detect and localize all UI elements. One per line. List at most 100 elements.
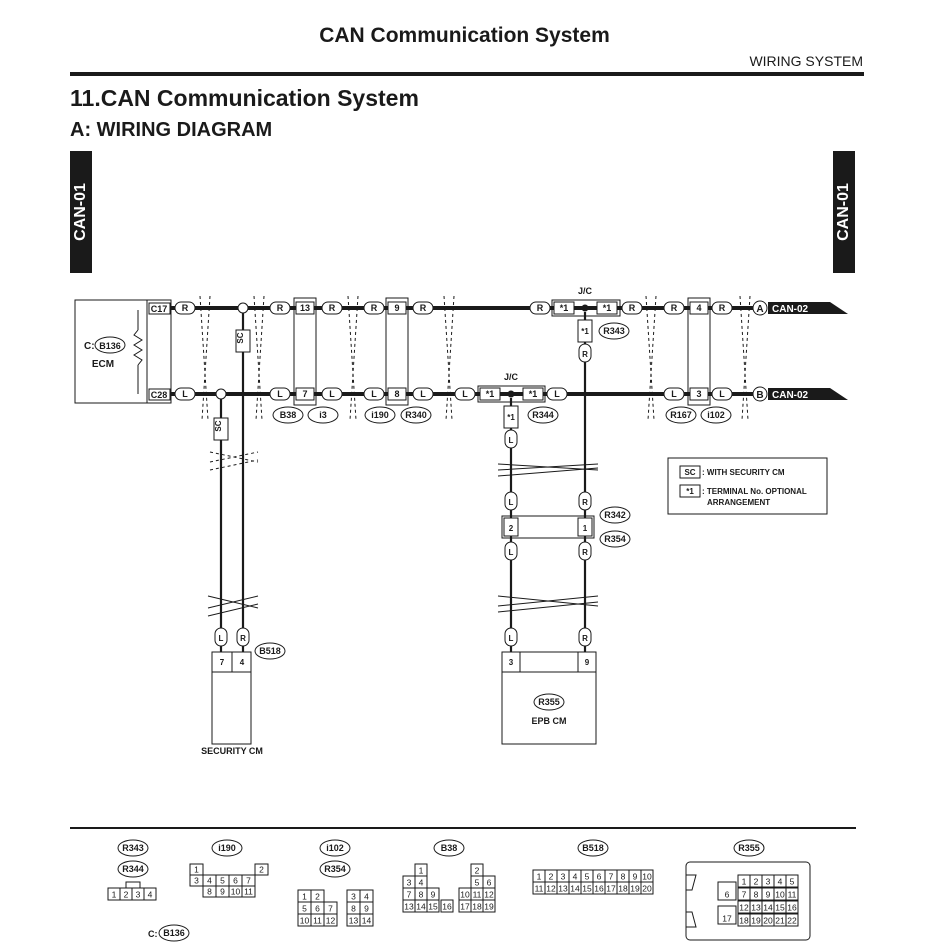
- pin-number: 13: [300, 303, 310, 313]
- pin-number: 9: [220, 887, 225, 897]
- legend-opt-text: : TERMINAL No. OPTIONAL: [702, 487, 807, 496]
- pin-number: 4: [148, 890, 153, 900]
- pin-number: 10: [642, 872, 652, 882]
- view-i102-label: i102: [326, 843, 344, 853]
- pin-number: 6: [597, 872, 602, 882]
- view-b136-label: B136: [163, 928, 185, 938]
- pin-number: 2: [315, 892, 320, 902]
- connector-r167: R167: [670, 410, 692, 420]
- wire-label: R: [582, 548, 588, 557]
- opt-terminal: *1: [603, 303, 612, 313]
- pin-number: 7: [328, 904, 333, 914]
- header-rule: [70, 72, 864, 76]
- pin-number: 13: [404, 902, 414, 912]
- pin-number: 8: [754, 890, 759, 900]
- pin-cell: [323, 913, 338, 927]
- pin-number: 19: [751, 916, 761, 926]
- section-label: WIRING SYSTEM: [749, 53, 863, 69]
- connector-r340: R340: [405, 410, 427, 420]
- pin-number: 12: [739, 903, 749, 913]
- pin-number: 4: [573, 872, 578, 882]
- wire-label: R: [277, 303, 284, 313]
- wire-label: L: [420, 389, 426, 399]
- pin-number: 11: [788, 890, 797, 900]
- opt-terminal: *1: [581, 327, 589, 336]
- epb-cm-unit: 3 9 R355 EPB CM: [501, 651, 597, 745]
- wire-label: R: [420, 303, 427, 313]
- opt-terminal: *1: [529, 389, 538, 399]
- pin-number: 17: [460, 902, 470, 912]
- wire-label: L: [509, 634, 514, 643]
- pin-cell: [241, 885, 256, 898]
- offpage-a-letter: A: [756, 304, 763, 315]
- pin-number: 3: [766, 877, 771, 887]
- pin-number: 6: [487, 878, 492, 888]
- pin-number: 3: [407, 878, 412, 888]
- view-r344-label: R344: [122, 864, 144, 874]
- pin-number: 2: [509, 524, 514, 533]
- pin-cell: [254, 863, 269, 876]
- pin-number: 4: [207, 876, 212, 886]
- pin-number: 15: [582, 884, 592, 894]
- view-r354-label: R354: [324, 864, 346, 874]
- pin-number: 9: [431, 890, 436, 900]
- sc-tag: SC: [214, 420, 223, 431]
- pin-number: 5: [790, 877, 795, 887]
- wire-label: R: [582, 498, 588, 507]
- jc-label: J/C: [504, 372, 519, 382]
- view-i190-label: i190: [218, 843, 236, 853]
- offpage-b-target: CAN-02: [772, 390, 809, 401]
- pin-number: 11: [473, 890, 482, 900]
- ecm-pin-c28: C28: [151, 390, 168, 400]
- pin-cell: [785, 900, 799, 914]
- pin-number: 1: [583, 524, 588, 533]
- pin-number: 1: [194, 865, 199, 875]
- pin-number: 9: [364, 904, 369, 914]
- pin-number: 22: [787, 916, 797, 926]
- pin-number: 16: [442, 902, 452, 912]
- pin-number: 19: [484, 902, 494, 912]
- connector-r343: R343: [603, 326, 625, 336]
- joint-connector-high: J/C *1 *1 R343: [551, 286, 630, 340]
- pin-number: 9: [394, 303, 399, 313]
- wire-label: R: [240, 634, 246, 643]
- pin-cell: [717, 905, 737, 925]
- view-r343-label: R343: [122, 843, 144, 853]
- pin-number: 16: [787, 903, 797, 913]
- pin-number: 18: [618, 884, 628, 894]
- pin-number: 1: [742, 877, 747, 887]
- ecm-conn-prefix: C:: [84, 341, 95, 352]
- pin-number: 9: [633, 872, 638, 882]
- joint-connector-low: J/C *1 *1: [477, 372, 546, 403]
- wire-label: R: [719, 303, 726, 313]
- pin-cell: [785, 887, 799, 901]
- pin-number: 16: [594, 884, 604, 894]
- wire-label: L: [719, 389, 725, 399]
- side-tab-right: CAN-01: [833, 151, 855, 273]
- pin-number: 4: [419, 878, 424, 888]
- pin-number: 8: [207, 887, 212, 897]
- pin-number: 12: [484, 890, 494, 900]
- pin-number: 8: [394, 389, 399, 399]
- legend-opt-key: *1: [686, 487, 694, 496]
- view-b518-label: B518: [582, 843, 604, 853]
- inline-connector-r167-i102: 4 3: [687, 297, 711, 406]
- view-r355-label: R355: [738, 843, 760, 853]
- epb-cm-branch: *1 R *1 L L R 2 1 R342 R354 L R L R: [497, 312, 631, 652]
- pin-cell: [717, 881, 737, 901]
- wire-label: R: [582, 634, 588, 643]
- pin-number: 3: [351, 892, 356, 902]
- wire-label: R: [537, 303, 544, 313]
- pin-number: 2: [549, 872, 554, 882]
- connector-r344: R344: [532, 410, 554, 420]
- pin-number: 10: [300, 916, 310, 926]
- pin-number: 12: [326, 916, 336, 926]
- connector-i102: i102: [707, 410, 725, 420]
- pin-number: 13: [558, 884, 568, 894]
